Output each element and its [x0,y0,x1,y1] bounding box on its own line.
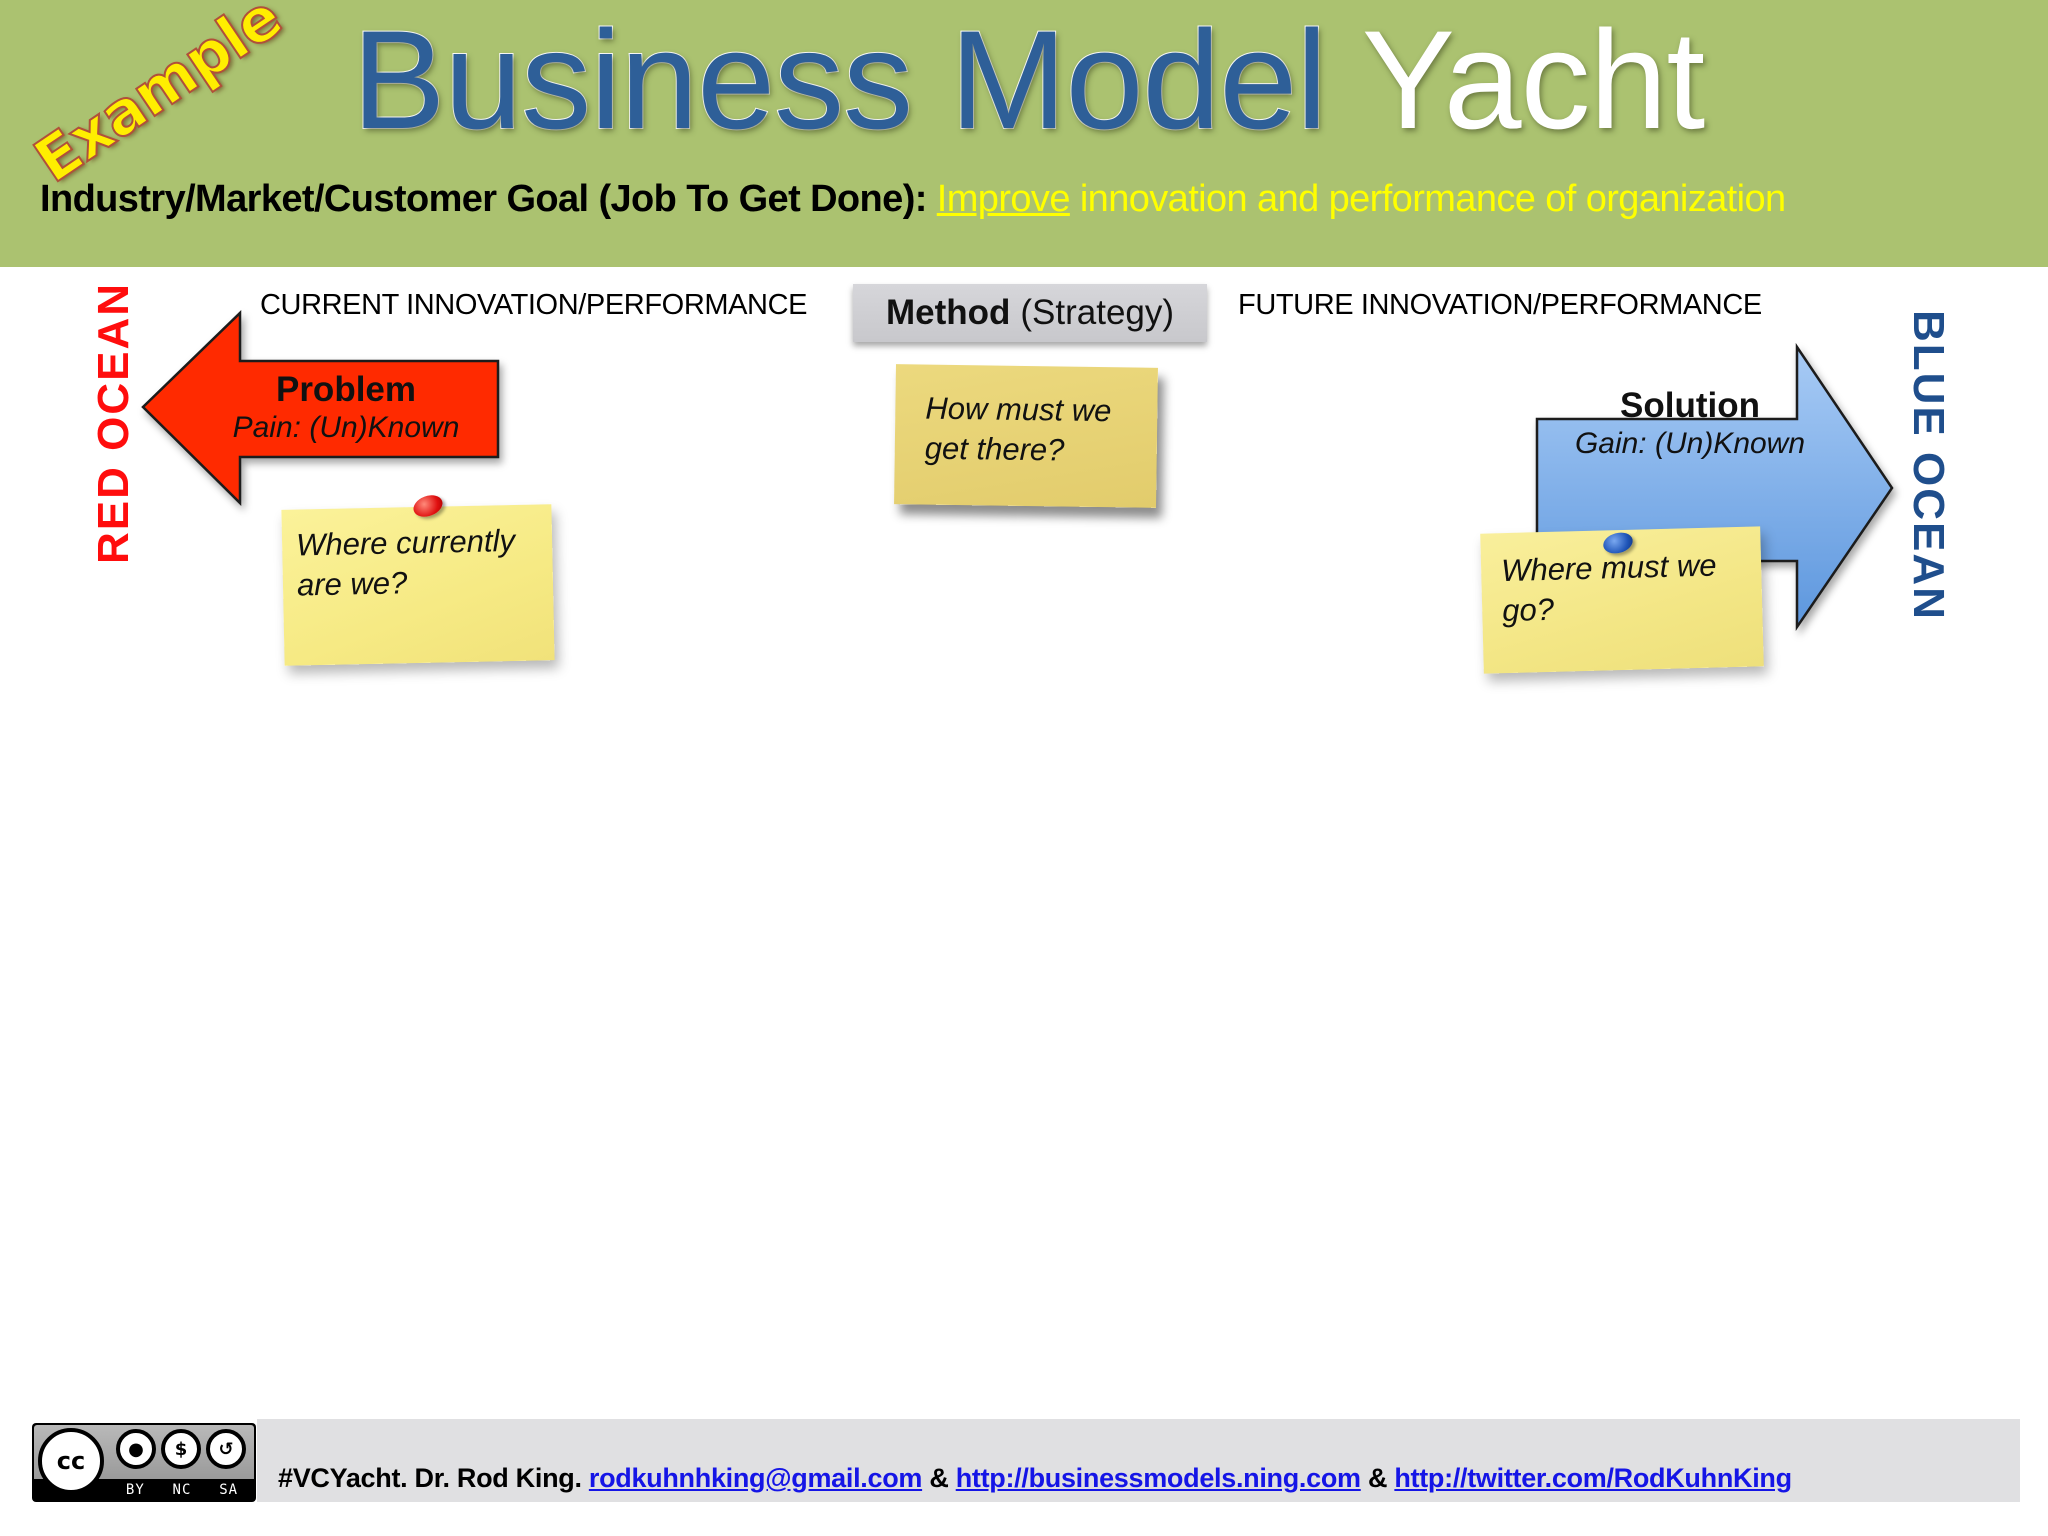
sticky-note-future-text: Where must we go? [1500,547,1717,629]
email-link[interactable]: rodkuhnhking@gmail.com [588,1463,923,1493]
sa-sharealike-icon: ↺ [206,1429,246,1469]
goal-statement: Industry/Market/Customer Goal (Job To Ge… [40,176,1786,222]
cc-labels: BY NC SA [112,1479,252,1501]
twitter-link[interactable]: http://twitter.com/RodKuhnKing [1394,1463,1792,1493]
strategy-label: (Strategy) [1020,293,1175,332]
solution-arrow-text: Solution Gain: (Un)Known [1560,386,1820,462]
problem-arrow-text: Problem Pain: (Un)Known [228,370,464,446]
sticky-note-current-text: Where currently are we? [295,522,516,603]
future-performance-label: FUTURE INNOVATION/PERFORMANCE [1238,289,1762,321]
goal-label: Industry/Market/Customer Goal (Job To Ge… [40,178,927,220]
method-label: Method [885,293,1011,332]
goal-text: innovation and performance of organizati… [1079,178,1786,220]
footer-credits: #VCYacht. Dr. Rod King. rodkuhnhking@gma… [278,1460,1792,1496]
cc-by-nc-sa-icon[interactable]: cc ● $ ↺ BY NC SA [32,1423,256,1502]
solution-title: Solution [1620,386,1760,425]
current-performance-label: CURRENT INNOVATION/PERFORMANCE [260,289,808,321]
solution-arrow-right-icon [0,0,1,1]
nc-noncommercial-icon: $ [161,1429,201,1469]
cc-icon: cc [38,1428,104,1494]
solution-subtitle: Gain: (Un)Known [1574,427,1806,460]
header-banner [0,0,2048,267]
problem-subtitle: Pain: (Un)Known [232,411,460,444]
sticky-note-method: How must we get there? [894,364,1158,508]
by-attribution-icon: ● [116,1429,156,1469]
sticky-note-current: Where currently are we? [281,504,555,666]
cc-label-sa: SA [219,1482,239,1498]
footer-sep-1: & [929,1463,949,1493]
red-ocean-label: RED OCEAN [89,281,138,564]
method-strategy-box: Method (Strategy) [853,284,1207,342]
cc-text: cc [56,1447,86,1475]
footer-bar [257,1419,2020,1502]
title-yacht: Yacht [1361,1,1706,158]
sticky-note-method-text: How must we get there? [924,390,1112,468]
page-title: Business Model Yacht [351,0,1705,159]
cc-label-nc: NC [172,1482,192,1498]
blue-ocean-label: BLUE OCEAN [1904,310,1953,621]
title-business-model: Business Model [351,0,1328,159]
problem-title: Problem [275,370,417,409]
cc-label-by: BY [125,1482,145,1498]
goal-improve-link[interactable]: Improve [936,178,1071,220]
ning-link[interactable]: http://businessmodels.ning.com [955,1463,1361,1493]
footer-sep-2: & [1367,1463,1388,1493]
footer-prefix: #VCYacht. Dr. Rod King. [278,1463,582,1493]
